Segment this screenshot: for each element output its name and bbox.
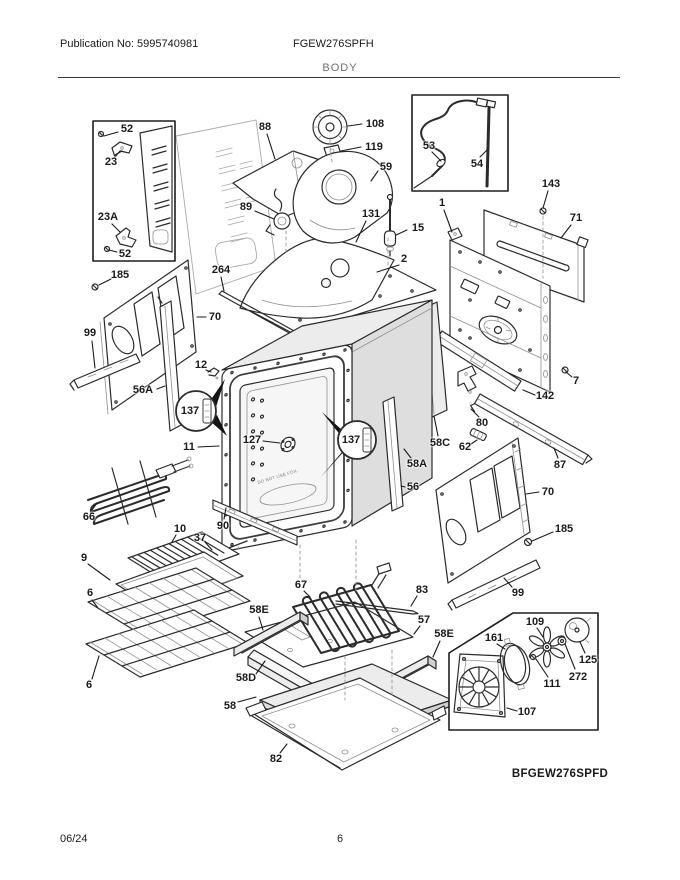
element-support-rod xyxy=(335,600,419,615)
fan-spacer xyxy=(557,636,567,646)
right-side-panel xyxy=(435,437,531,584)
cavity-front-frame xyxy=(221,344,353,552)
broil-element xyxy=(87,456,194,525)
alignment-dashes-bottom xyxy=(299,539,393,701)
right-bottom-rail xyxy=(447,559,541,611)
fan-housing xyxy=(453,653,506,718)
rear-outer-panel xyxy=(483,207,589,303)
fan-ring xyxy=(499,637,531,691)
latch-detail-left xyxy=(175,379,227,436)
fan-screw xyxy=(529,653,537,661)
leader-lines xyxy=(87,123,586,754)
bottom-pan xyxy=(245,677,447,771)
alignment-dashes-top xyxy=(285,146,389,267)
publication-number: Publication No: 5995740981 xyxy=(60,38,199,50)
oven-cavity: DO NOT USE FOIL xyxy=(221,299,433,552)
insulation-strip-58e-left xyxy=(233,611,309,657)
top-insulation xyxy=(239,237,395,319)
footer-page-number: 6 xyxy=(337,833,344,845)
front-brace-right xyxy=(382,396,404,512)
hinge-inset-box xyxy=(92,120,176,262)
model-number: FGEW276SPFH xyxy=(293,38,374,50)
left-panel-screw xyxy=(91,283,99,291)
section-title: BODY xyxy=(322,62,358,74)
bake-element xyxy=(292,562,400,654)
convection-motor-mount xyxy=(280,436,296,453)
retainer-clip xyxy=(207,367,220,380)
right-panel-screw xyxy=(523,537,533,547)
fan-motor xyxy=(564,617,592,644)
footer-date: 06/24 xyxy=(60,833,88,845)
left-bottom-rail xyxy=(69,353,141,391)
left-wrapper-panel xyxy=(175,119,277,295)
latch-detail-right xyxy=(320,412,377,478)
fan-impeller xyxy=(528,626,566,668)
oven-rack xyxy=(85,609,249,678)
left-side-panel xyxy=(99,259,197,415)
bottom-rail-90 xyxy=(212,499,298,546)
convection-fan-inset xyxy=(448,612,599,731)
probe-inset-box xyxy=(411,94,509,192)
oven-rack xyxy=(87,567,251,636)
vent-housing xyxy=(292,150,394,244)
temperature-probe xyxy=(383,193,397,257)
variant-model-label: BFGEW276SPFD xyxy=(511,768,609,780)
blower-fan xyxy=(312,109,348,145)
header-rule xyxy=(58,77,620,78)
broiler-insert xyxy=(127,531,240,582)
oven-light-assembly xyxy=(265,188,291,236)
support-braces xyxy=(435,330,593,466)
